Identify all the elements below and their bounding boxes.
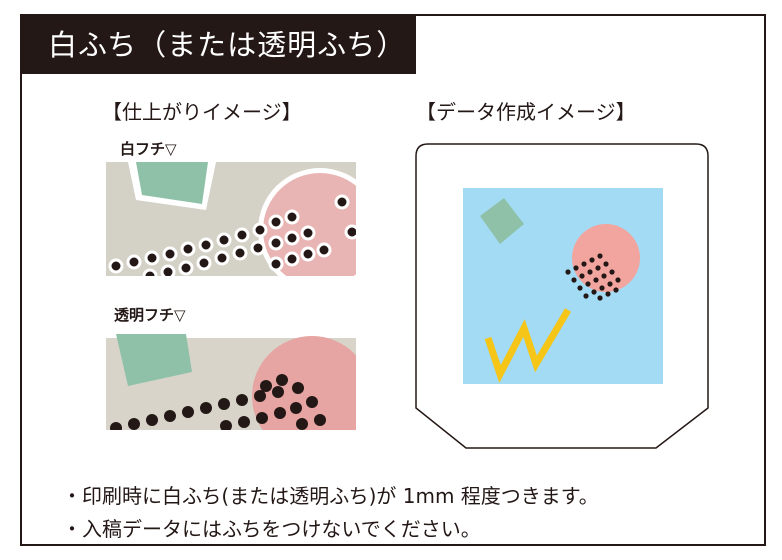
data-creation-image bbox=[408, 138, 728, 458]
data-creation-heading: 【データ作成イメージ】 bbox=[416, 100, 636, 124]
clear-edge-photo bbox=[106, 316, 356, 430]
finish-image-heading: 【仕上がりイメージ】 bbox=[102, 100, 302, 124]
clear-edge-label: 透明フチ▽ bbox=[114, 306, 186, 324]
note-print-edge: ・印刷時に白ふち(または透明ふち)が 1mm 程度つきます。 bbox=[62, 484, 599, 508]
notice-box: 白ふち（または透明ふち） 【仕上がりイメージ】 【データ作成イメージ】 白フチ▽ bbox=[20, 14, 766, 546]
page-title: 白ふち（または透明ふち） bbox=[22, 16, 416, 74]
notes-list: ・印刷時に白ふち(または透明ふち)が 1mm 程度つきます。 ・入稿データにはふ… bbox=[62, 480, 599, 546]
note-no-edge-in-data: ・入稿データにはふちをつけないでください。 bbox=[62, 517, 481, 541]
white-edge-photo bbox=[106, 162, 356, 276]
white-edge-label: 白フチ▽ bbox=[120, 140, 177, 158]
